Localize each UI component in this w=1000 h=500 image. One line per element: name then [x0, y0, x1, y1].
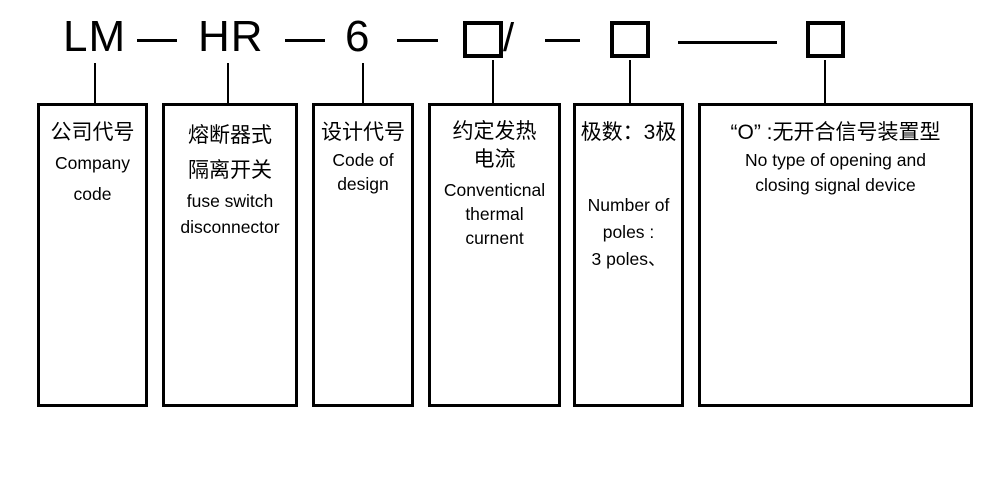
legend-en-line: disconnector — [180, 217, 280, 237]
legend-zh-line: “O” :无开合信号装置型 — [730, 121, 941, 144]
legend-en-line: Number of — [587, 195, 670, 215]
legend-en-line: thermal — [465, 204, 524, 224]
legend-en-line: code — [73, 184, 112, 204]
connector-line — [492, 60, 494, 103]
legend-box-company-code: 公司代号 Company code — [37, 103, 148, 407]
code-placeholder-box-signal — [806, 21, 845, 58]
connector-line — [362, 63, 364, 103]
legend-zh-line: 熔断器式 — [188, 124, 272, 147]
legend-en-line: Conventicnal — [443, 180, 546, 200]
dash-separator — [285, 39, 325, 42]
code-token-slash: / — [503, 16, 515, 60]
dash-separator-long — [678, 41, 777, 44]
legend-zh-line: 极数：3极 — [580, 121, 677, 144]
legend-en-line: 3 poles、 — [591, 249, 666, 269]
legend-box-design-code: 设计代号 Code of design — [312, 103, 414, 407]
legend-en-line: Company — [55, 153, 130, 173]
connector-line — [629, 60, 631, 103]
dash-separator — [545, 39, 580, 42]
legend-zh-line: 电流 — [473, 148, 516, 171]
code-placeholder-box-poles — [610, 21, 650, 58]
code-token-series: HR — [198, 12, 264, 61]
legend-zh-line: 隔离开关 — [188, 159, 272, 182]
legend-en-line: curnent — [465, 228, 524, 248]
code-token-company: LM — [63, 12, 127, 61]
legend-zh-line: 公司代号 — [50, 121, 135, 144]
connector-line — [227, 63, 229, 103]
dash-separator — [137, 39, 177, 42]
legend-en-line: poles : — [602, 222, 655, 242]
code-placeholder-box-current — [463, 21, 503, 58]
legend-box-poles: 极数：3极 Number of poles : 3 poles、 — [573, 103, 684, 407]
legend-zh-line: 约定发热 — [452, 120, 537, 143]
legend-en-line: fuse switch — [186, 191, 274, 211]
dash-separator — [397, 39, 438, 42]
connector-line — [824, 60, 826, 103]
legend-box-fuse-switch: 熔断器式 隔离开关 fuse switch disconnector — [162, 103, 298, 407]
legend-en-line: design — [337, 174, 389, 194]
connector-line — [94, 63, 96, 103]
legend-en-line: No type of opening and — [745, 150, 926, 170]
legend-en-line: closing signal device — [755, 175, 916, 195]
legend-zh-line: 设计代号 — [321, 121, 405, 144]
legend-box-thermal-current: 约定发热 电流 Conventicnal thermal curnent — [428, 103, 561, 407]
code-token-design: 6 — [345, 12, 371, 61]
legend-en-line: Code of — [332, 150, 394, 170]
legend-box-signal-device: “O” :无开合信号装置型 No type of opening and clo… — [698, 103, 973, 407]
